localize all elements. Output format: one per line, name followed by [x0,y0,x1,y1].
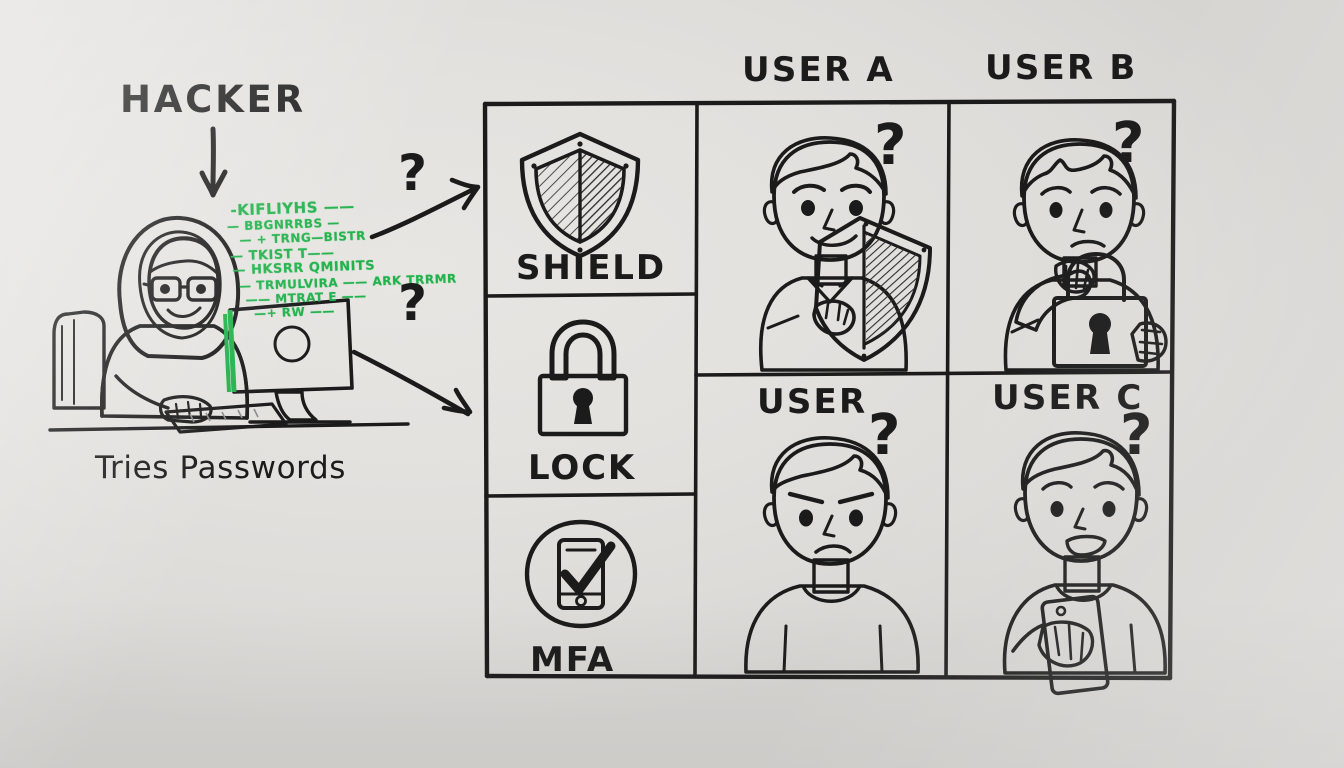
hacker-caption: Tries Passwords [95,450,347,486]
question-mark-user-b: ? [1112,111,1147,176]
code-line: — + TRNG—BISTR [239,228,367,248]
question-mark-user-c: ? [1120,403,1155,468]
question-mark-lock: ? [398,274,430,332]
padlock-icon [537,319,629,437]
question-mark-user: ? [868,403,903,468]
question-mark-shield: ? [398,144,430,202]
person-frowning-icon [744,436,920,674]
arrow-to-lock [351,349,473,417]
code-line: —+ RW —— [253,303,336,321]
person-holding-shield-icon [759,136,932,372]
phone-check-circle-icon [524,519,638,629]
person-holding-padlock-icon [1003,138,1168,372]
method-label-shield: SHIELD [516,248,666,288]
shield-icon [519,131,641,259]
down-arrow-icon [199,126,228,198]
panel-label-user: USER [757,382,868,422]
method-label-mfa: MFA [530,640,616,680]
method-label-lock: LOCK [528,448,637,488]
matrix-grid-frame [482,98,1177,681]
question-mark-user-a: ? [874,113,909,178]
panel-label-user-c: USER C [992,378,1144,418]
person-holding-phone-icon [1002,431,1167,696]
hooded-hacker-at-computer-icon [48,215,410,434]
column-header-user-a: USER A [742,50,895,90]
column-header-user-b: USER B [985,48,1138,88]
hacker-title: HACKER [120,78,306,121]
arrow-to-shield [369,177,481,240]
